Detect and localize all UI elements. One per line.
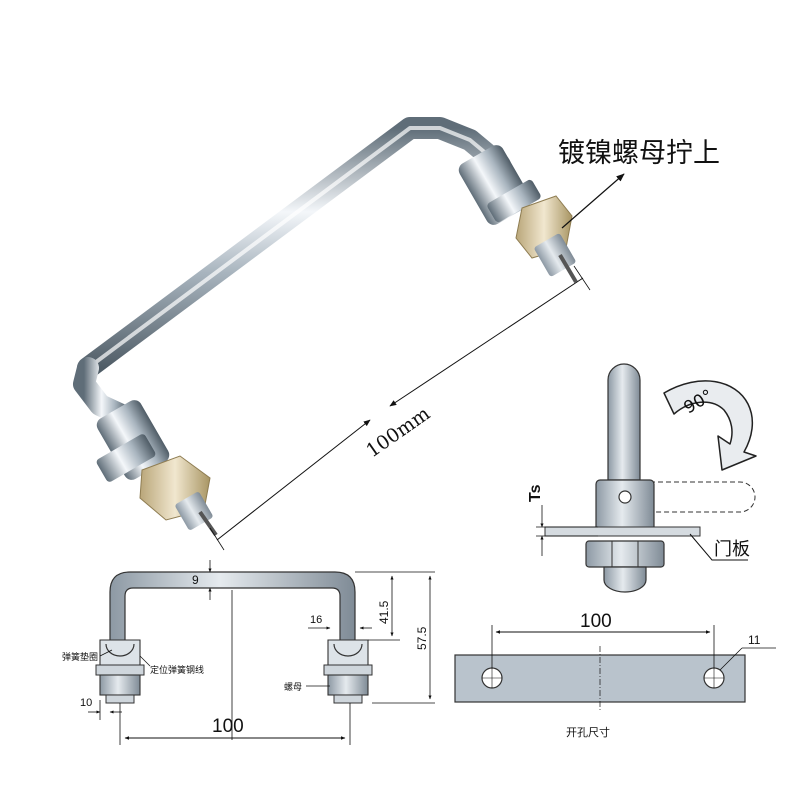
side-view: 90° Ts 门板 xyxy=(527,363,757,593)
front-right-nut xyxy=(327,674,369,696)
ts-annotation: Ts xyxy=(527,484,544,502)
length-annotation: 100mm xyxy=(362,403,434,462)
upper-height-label: 41.5 xyxy=(377,600,391,624)
rotation-arrow-icon xyxy=(663,380,757,471)
front-right-bracket xyxy=(327,639,369,666)
length-dimension-line-lower xyxy=(216,419,371,541)
front-view: 9 100 10 16 41.5 57.5 弹簧垫圈 定位弹簧钢线 螺母 xyxy=(62,560,435,745)
handle-photo: 镀镍螺母拧上 100mm xyxy=(73,117,720,551)
vertical-rod xyxy=(607,363,641,481)
base-width-label: 10 xyxy=(80,697,92,709)
length-extension-right xyxy=(573,265,591,291)
handle-top-bar xyxy=(77,117,511,379)
panel-annotation: 门板 xyxy=(714,539,750,560)
total-height-label: 57.5 xyxy=(415,626,429,650)
side-body xyxy=(595,479,655,533)
door-panel xyxy=(544,526,701,537)
cutout-view: 100 11 开孔尺寸 xyxy=(454,611,776,739)
nut-annotation: 镀镍螺母拧上 xyxy=(558,138,720,169)
front-left-nut xyxy=(99,674,141,696)
side-stud xyxy=(603,566,647,593)
spring-wire-label: 定位弹簧钢线 xyxy=(150,664,204,676)
nut-part-label: 螺母 xyxy=(284,682,302,693)
panel-leader-line xyxy=(689,533,748,561)
rotated-rod-outline xyxy=(650,481,756,513)
cutout-spacing-label: 100 xyxy=(580,611,612,632)
length-extension-left xyxy=(209,527,225,551)
front-width-label: 100 xyxy=(212,716,244,737)
left-bracket xyxy=(96,400,218,537)
nut-leader-line xyxy=(561,173,625,229)
right-bracket xyxy=(458,145,578,284)
front-left-bracket xyxy=(99,639,141,666)
length-dimension-line-upper xyxy=(389,277,584,407)
hole-size-label: 11 xyxy=(748,633,761,647)
bracket-width-label: 16 xyxy=(310,614,322,626)
spring-washer-label: 弹簧垫圈 xyxy=(62,651,98,663)
side-nut xyxy=(585,540,665,568)
rod-thickness-label: 9 xyxy=(192,573,199,587)
cutout-caption: 开孔尺寸 xyxy=(566,725,610,739)
